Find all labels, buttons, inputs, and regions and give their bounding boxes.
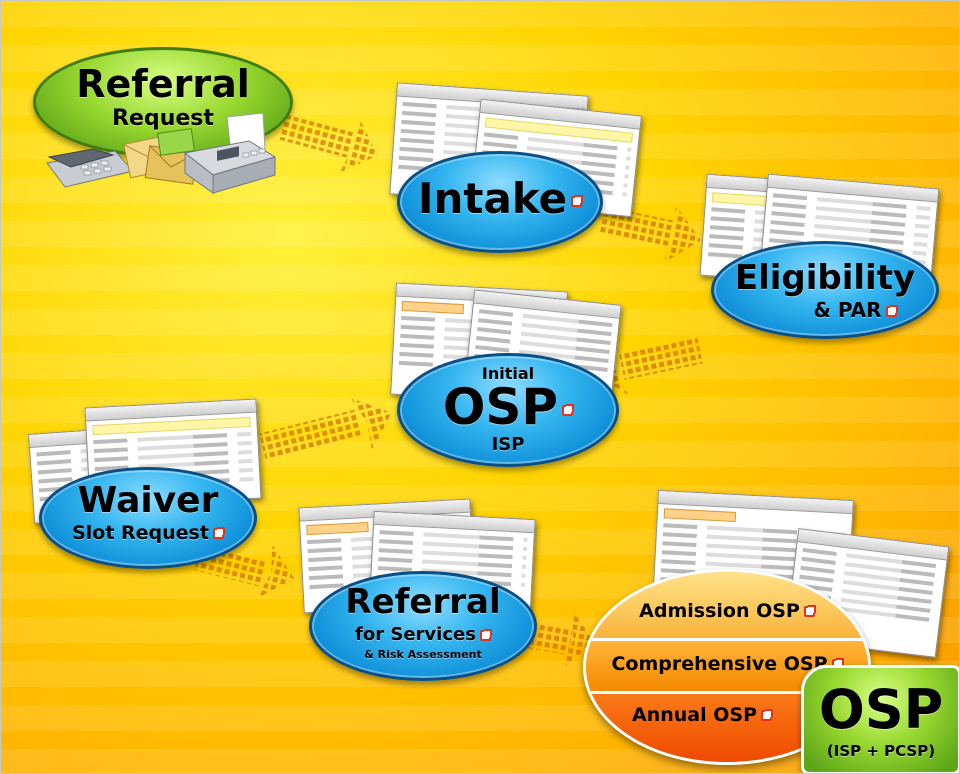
referral-request-subtitle: Request [112,106,214,131]
external-link-icon[interactable] [479,628,492,641]
referral-services-note: & Risk Assessment [364,648,482,661]
osp-badge: OSP (ISP + PCSP) [801,665,959,773]
osp-badge-subtitle: (ISP + PCSP) [826,742,936,760]
intake-title: Intake [417,174,568,223]
admission-osp-label: Admission OSP [639,600,800,622]
initial-osp-pre: Initial [481,364,535,383]
initial-osp-subtitle: ISP [491,434,525,455]
fax-machine-icon [179,112,279,199]
waiver-title: Waiver [77,480,219,521]
initial-osp-node[interactable]: Initial OSP ISP [397,353,619,467]
telephone-icon [41,141,137,191]
initial-osp-title: OSP [442,378,559,436]
external-link-icon[interactable] [212,527,225,539]
referral-services-title: Referral [345,582,501,622]
referral-services-node[interactable]: Referral for Services & Risk Assessment [309,571,537,681]
external-link-icon[interactable] [562,404,575,416]
external-link-icon[interactable] [885,305,898,317]
envelope-icon [121,127,201,187]
annual-osp-label: Annual OSP [632,704,757,726]
eligibility-subtitle: & PAR [813,298,882,322]
waiver-node[interactable]: Waiver Slot Request [39,467,257,569]
arrow-referral-to-intake [278,114,378,173]
referral-request-title: Referral [76,62,250,106]
waiver-subtitle: Slot Request [72,522,209,544]
osp-badge-title: OSP [818,678,944,741]
arrow-intake-to-eligibility [599,204,701,264]
admission-osp-band[interactable]: Admission OSP [586,572,868,641]
external-link-icon[interactable] [803,605,816,617]
comprehensive-osp-label: Comprehensive OSP [611,653,828,675]
eligibility-node[interactable]: Eligibility & PAR [711,241,939,339]
referral-services-subtitle: for Services [355,624,476,645]
arrow-waiver-to-osp [259,398,392,459]
external-link-icon[interactable] [761,709,773,721]
intake-node[interactable]: Intake [397,151,603,253]
eligibility-title: Eligibility [734,258,916,298]
external-link-icon[interactable] [571,195,584,207]
